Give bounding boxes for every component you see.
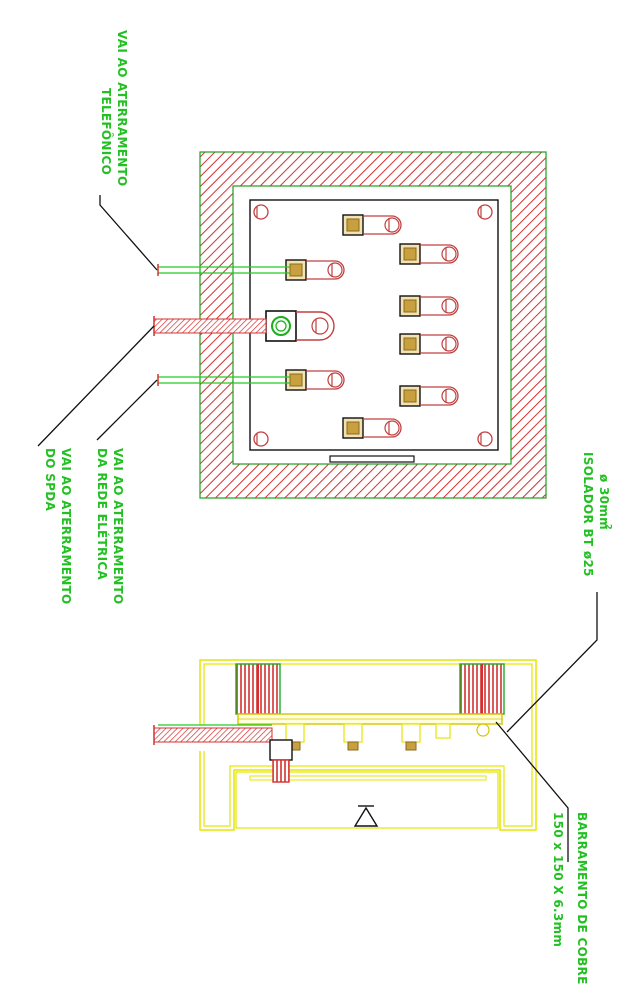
terminal-lug: [342, 417, 402, 439]
terminal-lug: [285, 259, 345, 281]
support-foot: [353, 806, 379, 827]
label-spda: VAI AO ATERRAMENTO DO SPDA: [43, 448, 73, 605]
svg-text:BARRAMENTO DE COBRE: BARRAMENTO DE COBRE: [575, 812, 589, 985]
lid: [235, 771, 499, 829]
terminal-lug: [399, 295, 459, 317]
terminal-lug: [399, 385, 459, 407]
cable-spda: [153, 316, 267, 336]
busbar-bolt: [343, 723, 363, 751]
svg-text:ISOLADOR BT ø25: ISOLADOR BT ø25: [581, 452, 595, 577]
svg-text:DO SPDA: DO SPDA: [43, 448, 57, 512]
label-barramento: BARRAMENTO DE COBRE 150 x 150 X 6.3mm: [551, 812, 589, 985]
svg-text:DA REDE ELÉTRICA: DA REDE ELÉTRICA: [95, 448, 110, 580]
label-rede-eletrica: VAI AO ATERRAMENTO DA REDE ELÉTRICA: [95, 448, 125, 605]
cable-telefonico: [157, 264, 290, 276]
terminal-lug: [342, 214, 402, 236]
insulator-bt: [459, 663, 505, 715]
red-connector: [269, 739, 293, 783]
svg-text:VAI AO ATERRAMENTO: VAI AO ATERRAMENTO: [115, 30, 129, 187]
washer: [476, 723, 490, 737]
terminal-lug: [285, 369, 345, 391]
svg-text:ø 30mm: ø 30mm: [597, 474, 611, 530]
leader-isolador: [506, 592, 598, 733]
label-isolador: ISOLADOR BT ø25 ø 30mm 2: [581, 452, 613, 577]
lid-slot: [329, 455, 415, 463]
corner-screw: [477, 431, 493, 447]
svg-text:VAI AO ATERRAMENTO: VAI AO ATERRAMENTO: [59, 448, 73, 605]
label-telefonico: VAI AO ATERRAMENTO TELEFÔNICO: [99, 30, 129, 187]
busbar-bolt: [435, 723, 451, 739]
enclosure-outline: [199, 659, 537, 831]
svg-text:TELEFÔNICO: TELEFÔNICO: [99, 88, 114, 175]
svg-text:2: 2: [604, 524, 613, 530]
corner-screw: [253, 204, 269, 220]
spda-terminal: [265, 310, 335, 342]
svg-text:150 x 150 X 6.3mm: 150 x 150 X 6.3mm: [551, 812, 565, 947]
leader-barramento: [495, 721, 569, 862]
busbar-bolt: [285, 723, 305, 751]
terminal-lug: [399, 243, 459, 265]
terminal-lug: [399, 333, 459, 355]
corner-screw: [253, 431, 269, 447]
corner-screw: [477, 204, 493, 220]
leader-telefonico: [99, 195, 158, 271]
insulator-bt: [235, 663, 281, 715]
cable-rede-eletrica: [157, 374, 290, 386]
leader-rede: [96, 379, 158, 441]
top-view: [37, 151, 547, 499]
side-view: [153, 592, 598, 862]
svg-text:VAI AO ATERRAMENTO: VAI AO ATERRAMENTO: [111, 448, 125, 605]
busbar-bolt: [401, 723, 421, 751]
leader-spda: [37, 325, 155, 447]
side-cable-spda: [153, 724, 273, 745]
